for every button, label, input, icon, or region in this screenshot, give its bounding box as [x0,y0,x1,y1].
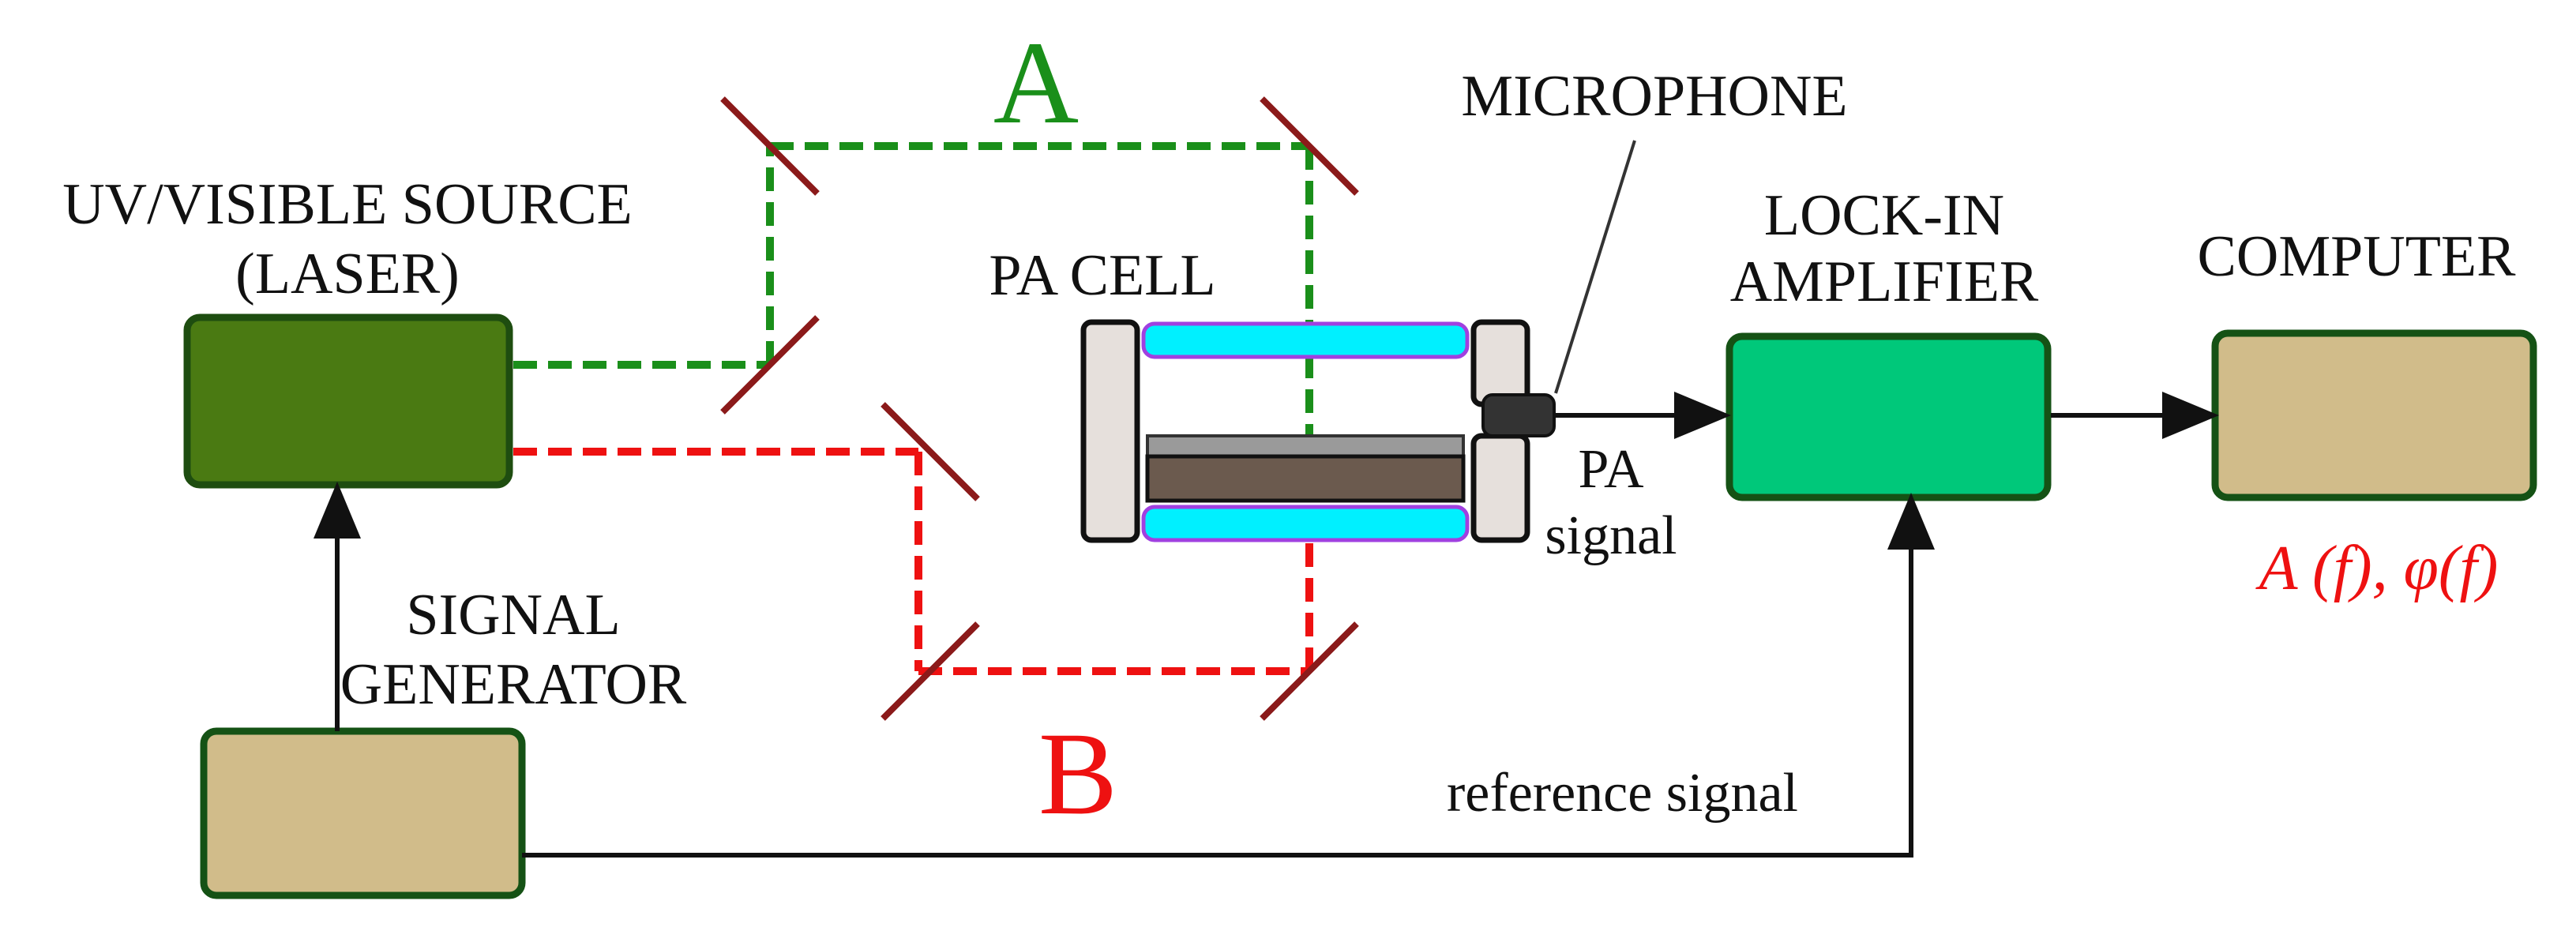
mirror-b-top [881,402,980,501]
source-label-line1: UV/VISIBLE SOURCE [62,172,633,237]
mirror-a-top-right [1260,96,1359,196]
computer-box [2211,329,2537,501]
lock-in-label-line1: LOCK-IN [1763,183,2005,248]
pa-cell-label: PA CELL [989,243,1216,308]
beam-path-b [513,448,1313,675]
microphone-label: MICROPHONE [1461,64,1848,129]
pa-cell-left-wall [1080,319,1140,543]
lock-in-amplifier-box [1725,332,2052,501]
lock-in-label-line2: AMPLIFIER [1729,250,2039,314]
microphone-pointer [1554,140,1636,394]
source-label-line2: (LASER) [235,242,460,306]
signal-generator-label-line2: GENERATOR [340,652,687,717]
pa-cell-sample-surface [1146,434,1465,458]
mirror-a-bottom [720,315,820,415]
pa-signal-label-line1: PA [1578,439,1644,500]
microphone-element [1481,393,1556,437]
pa-cell-right-wall-bottom [1470,433,1530,543]
mirror-b-bottom-left [881,621,980,721]
beam-path-a [513,142,1313,438]
pa-cell-right-wall-top [1470,319,1530,407]
pa-signal-label-line2: signal [1545,505,1677,566]
mirror-b-bottom-right [1260,621,1359,721]
path-b-label: B [1038,708,1118,839]
reference-signal-label: reference signal [1447,763,1798,824]
reference-signal-line [522,493,1935,858]
pa-cell-window-bottom [1141,505,1470,542]
pa-cell-window-top [1141,321,1470,359]
result-label: A (f), φ(f) [2259,534,2499,603]
path-a-label: A [993,17,1080,148]
computer-label: COMPUTER [2197,224,2516,289]
laser-source-box [183,313,513,489]
signal-generator-box [200,727,526,899]
signal-generator-label-line1: SIGNAL [406,583,621,647]
mirror-a-top-left [720,96,820,196]
pa-cell-sample [1145,454,1466,503]
